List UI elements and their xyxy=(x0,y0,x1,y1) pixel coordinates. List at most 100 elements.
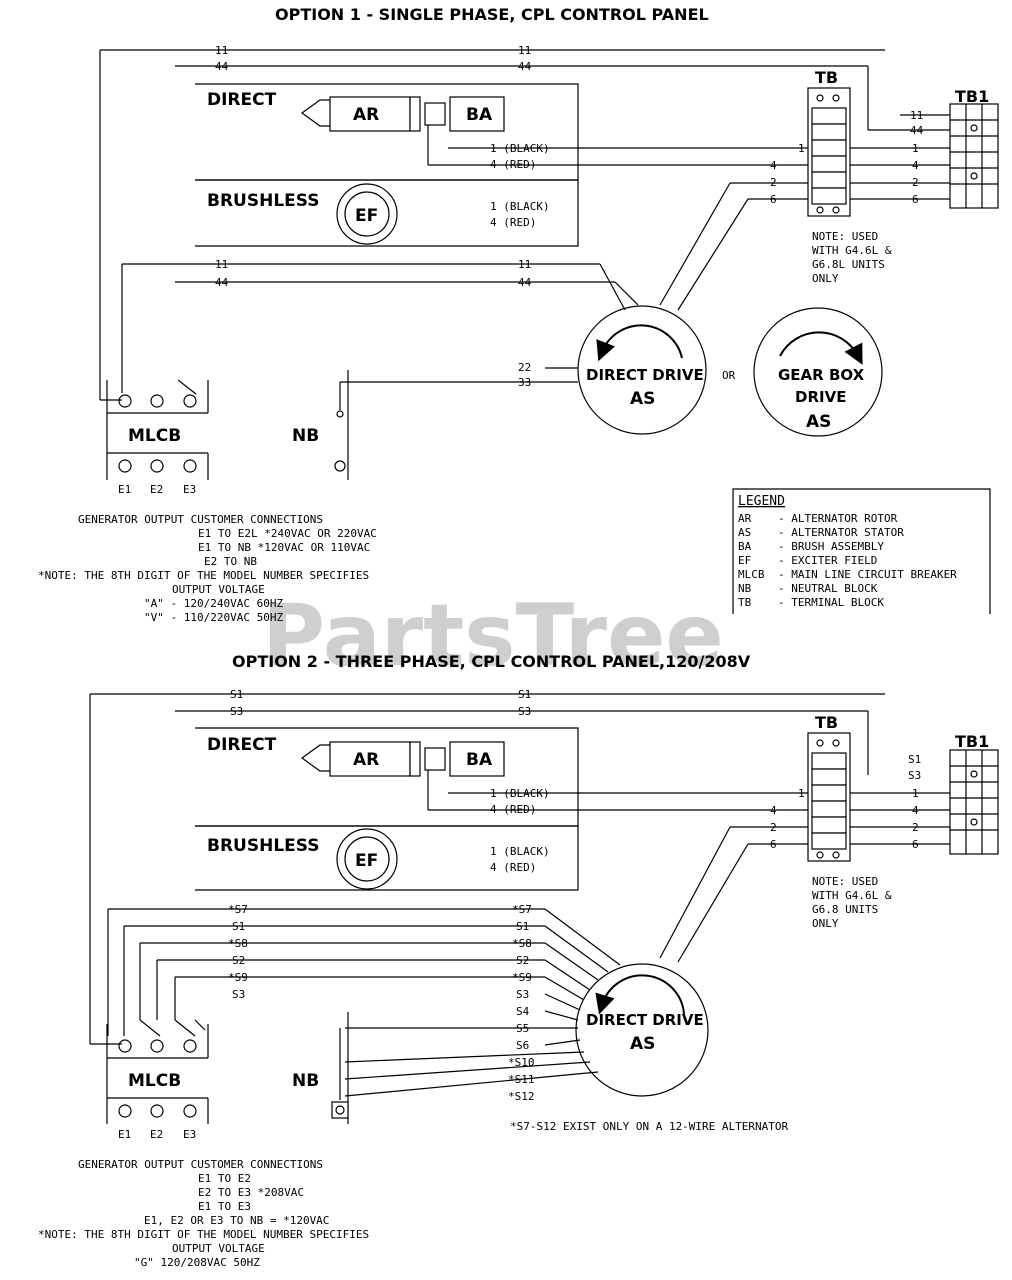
o2-cust-3: E1 TO E3 xyxy=(198,1200,251,1213)
legend-abbr-6: TB xyxy=(738,596,752,609)
legend-abbr-2: BA xyxy=(738,540,752,553)
legend-desc-5: - NEUTRAL BLOCK xyxy=(778,582,878,595)
o1-ar: AR xyxy=(353,105,379,125)
o2-ef: EF xyxy=(355,851,378,871)
o1-tb1-label: TB1 xyxy=(955,87,989,106)
o2-tb1-s1: S1 xyxy=(908,753,921,766)
o1-ef-black: 1 (BLACK) xyxy=(490,200,550,213)
o1-tb-block xyxy=(807,87,851,217)
legend-desc-1: - ALTERNATOR STATOR xyxy=(778,526,904,539)
o1-gb-as: AS xyxy=(806,412,831,432)
o1-red: 4 (RED) xyxy=(490,158,536,171)
o1-as: AS xyxy=(630,389,655,409)
o2-cust-0: GENERATOR OUTPUT CUSTOMER CONNECTIONS xyxy=(78,1158,323,1171)
o2-right-4: *S9 xyxy=(512,971,532,984)
o2-tb1-6: 6 xyxy=(912,838,919,851)
legend-box xyxy=(732,488,991,614)
o1-as-wires xyxy=(121,182,749,393)
o1-brushless-label: BRUSHLESS xyxy=(207,191,320,211)
o1-ef-inner xyxy=(344,191,390,237)
o1-e2: E2 xyxy=(150,483,163,496)
o1-w11-c: 11 xyxy=(215,258,228,271)
o1-tb1-11: 11 xyxy=(910,109,923,122)
o2-note-2: G6.8 UNITS xyxy=(812,903,878,916)
legend-desc-4: - MAIN LINE CIRCUIT BREAKER xyxy=(778,568,957,581)
o1-ef-red: 4 (RED) xyxy=(490,216,536,229)
o2-right-8: S6 xyxy=(516,1039,529,1052)
o1-cust-6: "A" - 120/240VAC 60HZ xyxy=(144,597,283,610)
o2-brushless-label: BRUSHLESS xyxy=(207,836,320,856)
o1-cust-7: "V" - 110/220VAC 50HZ xyxy=(144,611,283,624)
o1-mlcb-label: MLCB xyxy=(128,426,181,446)
o2-right-1: S1 xyxy=(516,920,529,933)
legend-abbr-1: AS xyxy=(738,526,751,539)
legend-title: LEGEND xyxy=(738,494,785,509)
option2-top-wires xyxy=(89,693,885,1045)
o2-ef-red: 4 (RED) xyxy=(490,861,536,874)
o2-tb1-4: 4 xyxy=(912,804,919,817)
o2-note-3: ONLY xyxy=(812,917,839,930)
o2-cust-7: "G" 120/208VAC 50HZ xyxy=(134,1256,260,1269)
o2-right-2: *S8 xyxy=(512,937,532,950)
o2-nb xyxy=(331,1012,349,1124)
o1-mlcb xyxy=(106,379,209,480)
o1-22: 22 xyxy=(518,361,531,374)
o1-note-2: G6.8L UNITS xyxy=(812,258,885,271)
o2-tb1-2: 2 xyxy=(912,821,919,834)
option2-title: OPTION 2 - THREE PHASE, CPL CONTROL PANE… xyxy=(232,652,751,671)
o1-note-1: WITH G4.6L & xyxy=(812,244,892,257)
o1-tb1-4: 4 xyxy=(912,159,919,172)
o2-s1-b: S1 xyxy=(518,688,531,701)
o1-w44-c: 44 xyxy=(215,276,229,289)
o1-direct-drive: DIRECT DRIVE xyxy=(586,366,704,384)
legend-desc-2: - BRUSH ASSEMBLY xyxy=(778,540,884,553)
legend-abbr-0: AR xyxy=(738,512,752,525)
o2-s3-a: S3 xyxy=(230,705,243,718)
o1-nb xyxy=(334,370,349,480)
o2-ar: AR xyxy=(353,750,379,770)
o1-w11-b: 11 xyxy=(518,44,531,57)
o2-left-1: S1 xyxy=(232,920,245,933)
o2-as: AS xyxy=(630,1034,655,1054)
legend-desc-6: - TERMINAL BLOCK xyxy=(778,596,884,609)
o2-mlcb xyxy=(106,943,209,1124)
o1-direct-label: DIRECT xyxy=(207,90,277,110)
o1-tb-l1: 1 xyxy=(798,142,805,155)
o2-footnote: *S7-S12 EXIST ONLY ON A 12-WIRE ALTERNAT… xyxy=(510,1120,789,1133)
o1-tb1-44: 44 xyxy=(910,124,924,137)
o2-s1-a: S1 xyxy=(230,688,243,701)
legend-abbr-4: MLCB xyxy=(738,568,765,581)
o2-direct-drive: DIRECT DRIVE xyxy=(586,1011,704,1029)
o1-w11-a: 11 xyxy=(215,44,228,57)
o2-direct-drive-circle xyxy=(575,963,709,1097)
o2-cust-4: E1, E2 OR E3 TO NB = *120VAC xyxy=(144,1214,329,1227)
legend-desc-0: - ALTERNATOR ROTOR xyxy=(778,512,898,525)
o1-note-0: NOTE: USED xyxy=(812,230,878,243)
o2-right-3: S2 xyxy=(516,954,529,967)
o2-nb-label: NB xyxy=(292,1071,319,1091)
o1-w44-d: 44 xyxy=(518,276,532,289)
o1-cust-2: E1 TO NB *120VAC OR 110VAC xyxy=(198,541,370,554)
option1-top-wires xyxy=(99,49,950,401)
o1-tb1-2: 2 xyxy=(912,176,919,189)
o2-brushless-box xyxy=(195,825,579,891)
legend-desc-3: - EXCITER FIELD xyxy=(778,554,877,567)
o2-direct-label: DIRECT xyxy=(207,735,277,755)
o2-tb-l4: 4 xyxy=(770,804,777,817)
o2-stator-wires xyxy=(107,826,749,1097)
legend-abbr-3: EF xyxy=(738,554,751,567)
o2-right-6: S4 xyxy=(516,1005,530,1018)
legend-items: AR - ALTERNATOR ROTOR AS - ALTERNATOR ST… xyxy=(738,512,957,609)
o2-tb-block xyxy=(807,732,851,862)
o2-ba: BA xyxy=(466,750,493,770)
o2-right-0: *S7 xyxy=(512,903,532,916)
o2-right-9: *S10 xyxy=(508,1056,535,1069)
o1-nb-label: NB xyxy=(292,426,319,446)
o2-right-10: *S11 xyxy=(508,1073,535,1086)
o2-left-3: S2 xyxy=(232,954,245,967)
o1-tb1-6: 6 xyxy=(912,193,919,206)
o1-cust-4: *NOTE: THE 8TH DIGIT OF THE MODEL NUMBER… xyxy=(38,569,369,582)
watermark: PartsTree xyxy=(262,586,724,686)
o1-tb1-block xyxy=(949,103,999,209)
